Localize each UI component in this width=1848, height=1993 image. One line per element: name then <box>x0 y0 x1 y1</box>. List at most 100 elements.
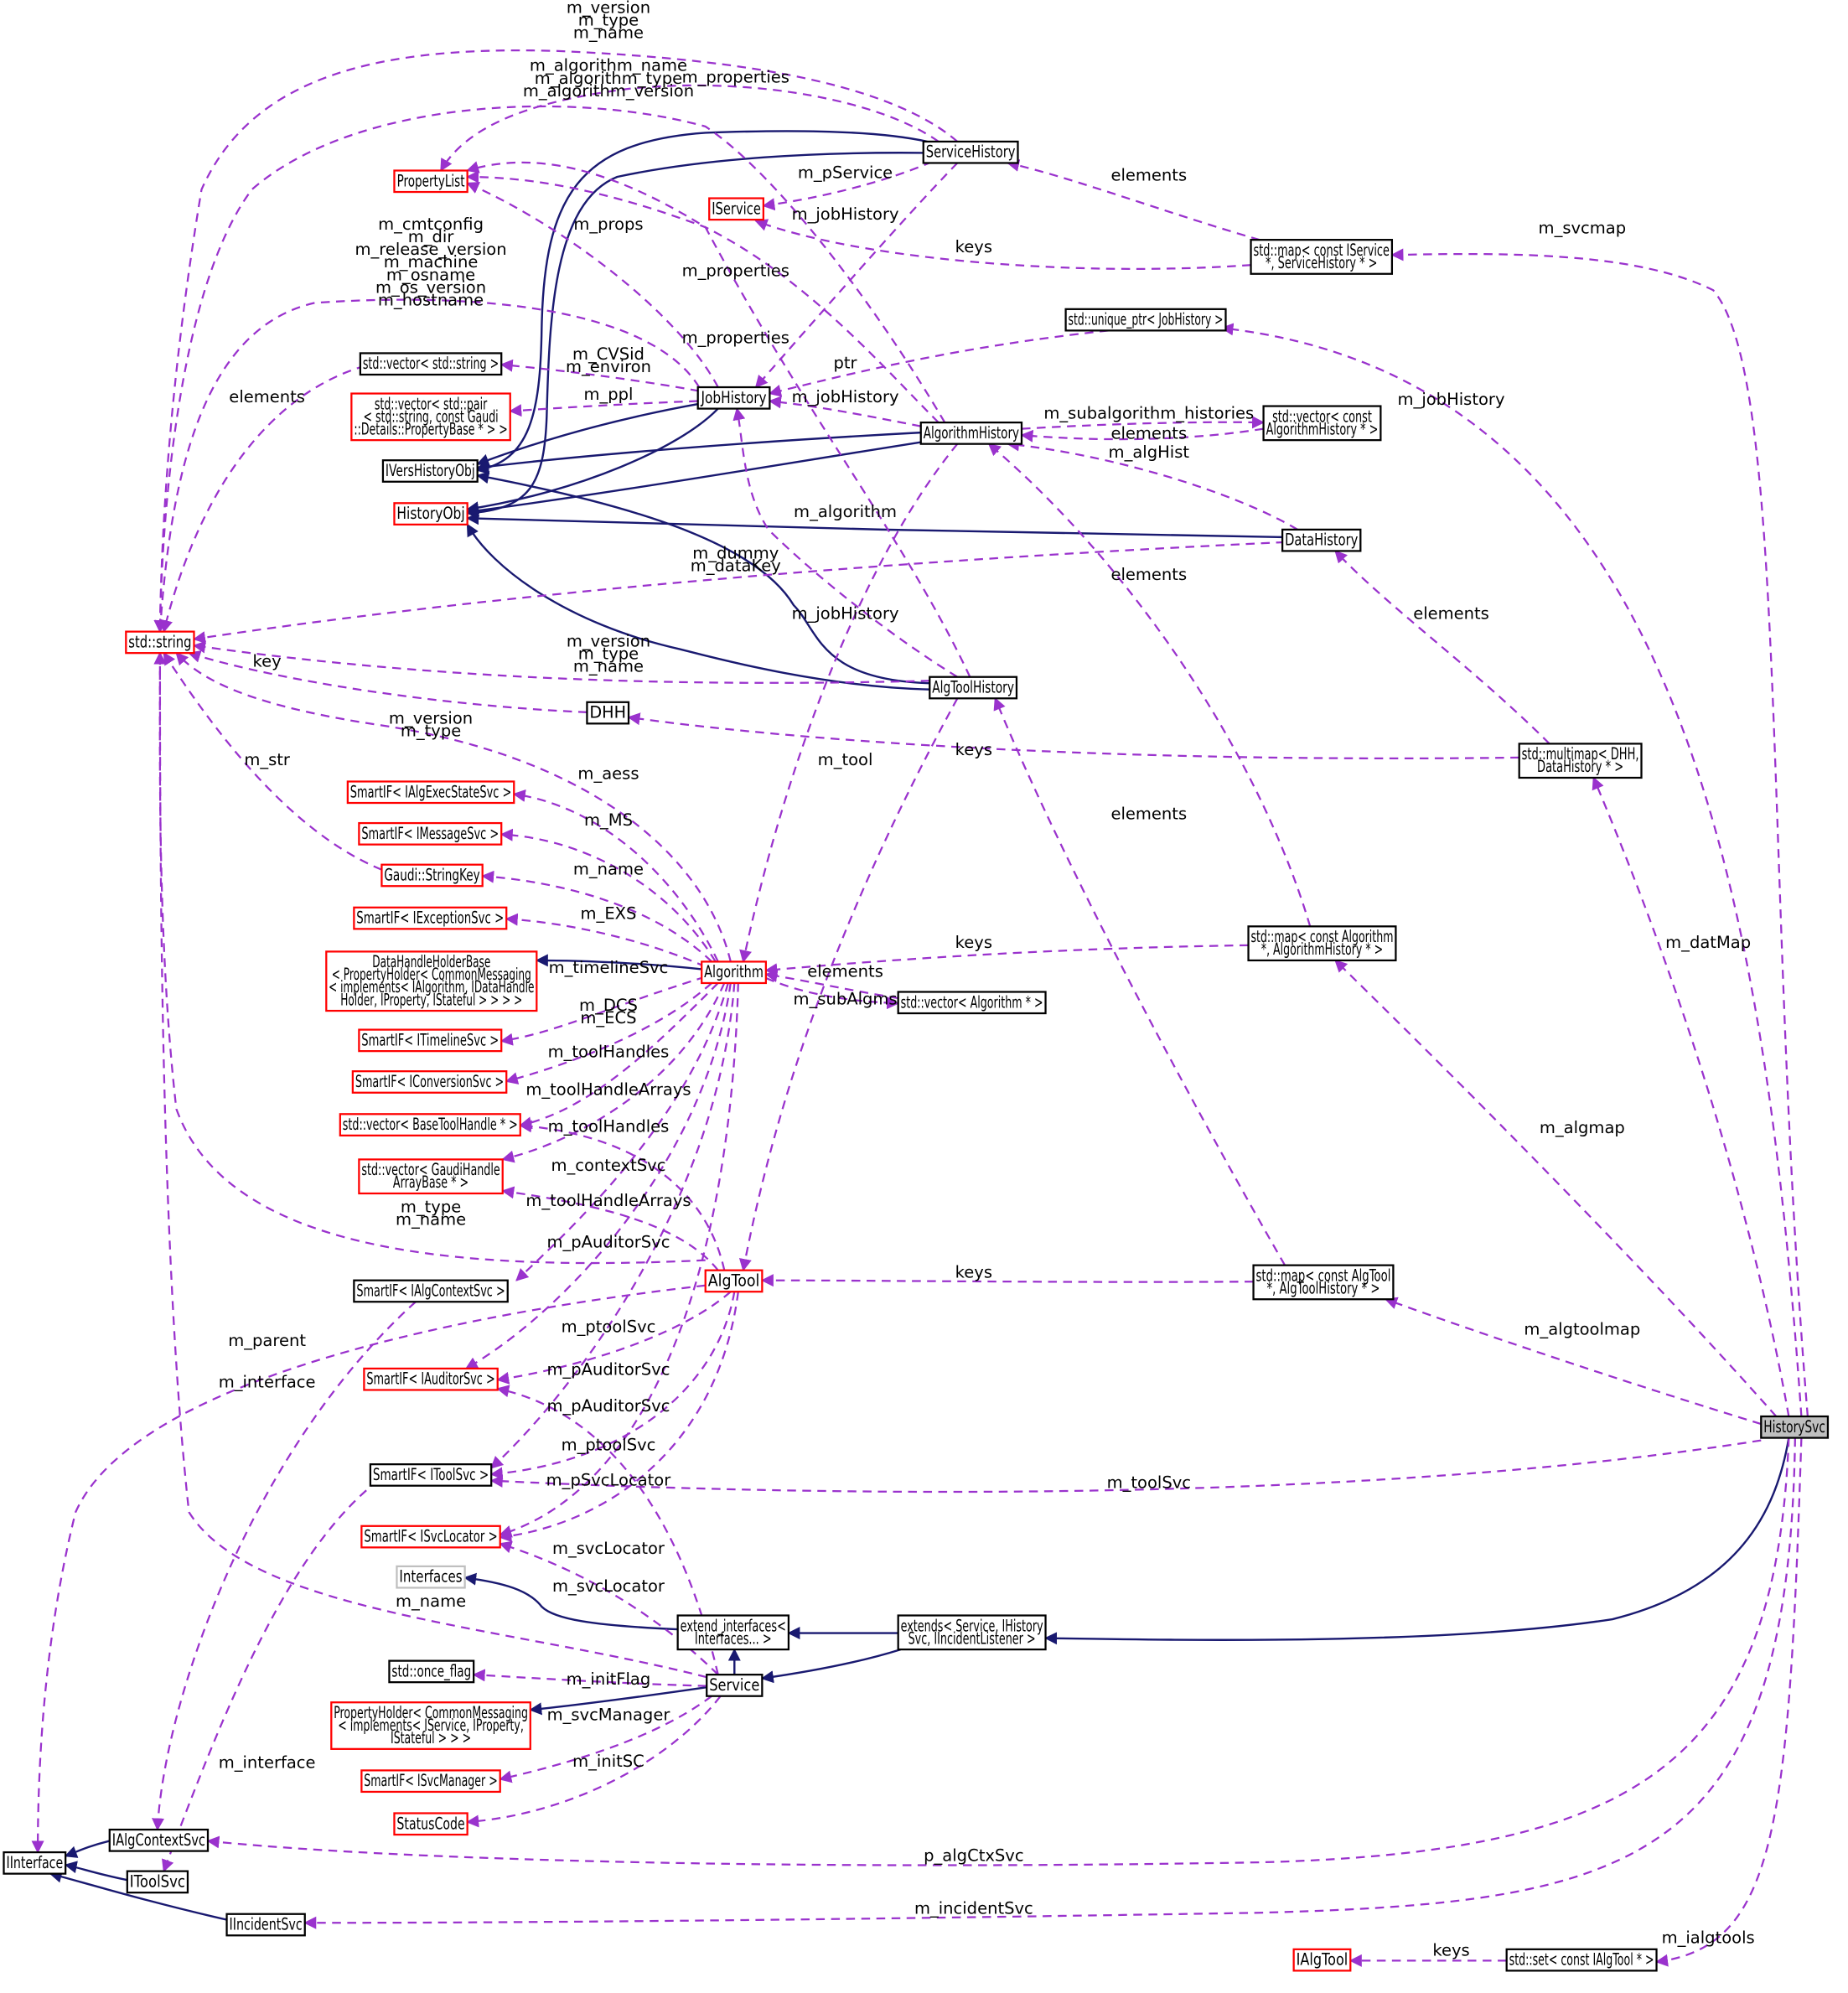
node-vec-base-tool[interactable]: std::vector< BaseToolHandle * > <box>339 1113 521 1136</box>
node-dhh[interactable]: DHH <box>586 701 630 725</box>
node-history-svc[interactable]: HistorySvc <box>1760 1415 1830 1439</box>
edge-history-svc-to-map-alg <box>1334 959 1778 1417</box>
node-service-history[interactable]: ServiceHistory <box>922 140 1019 164</box>
node-alg-tool[interactable]: AlgTool <box>704 1269 764 1293</box>
node-vec-pair[interactable]: std::vector< std::pair< std::string, con… <box>350 392 511 442</box>
node-service[interactable]: Service <box>706 1674 764 1697</box>
node-smart-timeline[interactable]: SmartIF< ITimelineSvc > <box>358 1028 503 1053</box>
edge-algorithm-to-smart-conv <box>505 982 712 1085</box>
node-multimap[interactable]: std::multimap< DHH,DataHistory * > <box>1518 743 1643 779</box>
node-box <box>369 1463 493 1487</box>
node-iservice[interactable]: IService <box>708 197 764 221</box>
node-data-handle-holder[interactable]: DataHandleHolderBase< PropertyHolder< Co… <box>325 950 538 1012</box>
edge-label-elements-vecalg: elements <box>1110 424 1187 443</box>
edge-label-elements-map: elements <box>1110 565 1187 584</box>
node-alg-tool-history[interactable]: AlgToolHistory <box>929 676 1018 700</box>
edge-service-history-to-ivers-history-obj <box>476 130 928 474</box>
node-smart-alg-exec[interactable]: SmartIF< IAlgExecStateSvc > <box>346 780 515 805</box>
edge-alg-tool-history-to-std-string <box>192 640 930 684</box>
node-prop-holder-svc[interactable]: PropertyHolder< CommonMessaging< impleme… <box>330 1701 531 1750</box>
node-ivers-history-obj[interactable]: IVersHistoryObj <box>381 459 479 483</box>
edge-smart-alg-ctx-to-ialg-context-svc <box>152 1301 417 1831</box>
node-smart-svc-loc[interactable]: SmartIF< ISvcLocator > <box>360 1525 501 1549</box>
edge-label-parent: m_parent <box>228 1331 306 1350</box>
node-box <box>897 1614 1047 1651</box>
edge-algorithm-to-std-string <box>175 652 732 962</box>
edge-service-history-to-job-history <box>754 162 959 389</box>
edge-label-timelineSvc: m_timelineSvc <box>549 958 669 977</box>
edge-label-pAuditorSvc3: m_pAuditorSvc <box>546 1396 670 1416</box>
node-itool-svc[interactable]: IToolSvc <box>126 1870 189 1894</box>
node-box <box>360 1769 501 1794</box>
node-ialg-context-svc[interactable]: IAlgContextSvc <box>108 1828 210 1852</box>
node-history-obj[interactable]: HistoryObj <box>393 502 468 525</box>
edge-algorithm-to-smart-exc <box>505 913 707 968</box>
node-algorithm-history[interactable]: AlgorithmHistory <box>919 421 1023 445</box>
node-vec-string[interactable]: std::vector< std::string > <box>359 352 503 376</box>
node-job-history[interactable]: JobHistory <box>696 386 771 410</box>
node-set-alg-tool[interactable]: std::set< const IAlgTool * > <box>1505 1948 1658 1972</box>
node-box <box>125 630 195 655</box>
node-extend-if[interactable]: extend_interfaces<Interfaces... > <box>676 1614 790 1651</box>
node-label: AlgToolHistory <box>932 677 1014 696</box>
edge-label-jobHistory-svc: m_jobHistory <box>792 204 899 224</box>
edge-service-to-once-flag <box>472 1669 707 1687</box>
node-label: HistorySvc <box>1763 1416 1825 1436</box>
edge-job-history-to-ivers-history-obj <box>476 402 701 466</box>
node-smart-auditor[interactable]: SmartIF< IAuditorSvc > <box>363 1367 499 1391</box>
node-interfaces[interactable]: Interfaces <box>396 1565 466 1589</box>
node-algorithm[interactable]: Algorithm <box>701 960 767 985</box>
node-smart-msg[interactable]: SmartIF< IMessageSvc > <box>358 821 503 846</box>
edge-label-toolHandles: m_toolHandles <box>548 1043 670 1062</box>
node-iincident-svc[interactable]: IIncidentSvc <box>225 1913 306 1937</box>
edge-extends-to-service <box>760 1648 902 1684</box>
node-smart-svc-mgr[interactable]: SmartIF< ISvcManager > <box>360 1769 501 1794</box>
node-smart-exc[interactable]: SmartIF< IExceptionSvc > <box>353 906 508 930</box>
node-vec-alg-ptr[interactable]: std::vector< Algorithm * > <box>897 991 1047 1015</box>
node-box <box>353 906 508 930</box>
node-box <box>381 459 479 483</box>
node-ialg-tool[interactable]: IAlgTool <box>1292 1948 1352 1972</box>
node-box <box>380 863 484 888</box>
node-label: IInterface <box>7 1854 64 1873</box>
node-box <box>358 821 503 846</box>
node-label: DataHandleHolderBase< PropertyHolder< Co… <box>329 952 534 1009</box>
edge-label-jobHistory-tool: m_jobHistory <box>792 604 899 624</box>
node-unique-job[interactable]: std::unique_ptr< JobHistory > <box>1064 308 1227 332</box>
node-map-svc[interactable]: std::map< const IService*, ServiceHistor… <box>1250 239 1394 275</box>
node-label: std::vector< std::pair< std::string, con… <box>354 394 507 438</box>
node-once-flag[interactable]: std::once_flag <box>388 1659 475 1684</box>
edge-label-svcmap: m_svcmap <box>1539 219 1627 238</box>
edge-label-svcLocator: m_svcLocator <box>552 1539 665 1558</box>
node-string-key[interactable]: Gaudi::StringKey <box>380 863 484 888</box>
edge-data-history-to-algorithm-history <box>1006 438 1298 531</box>
node-label: IIncidentSvc <box>230 1915 303 1934</box>
node-map-alg-tool[interactable]: std::map< const AlgTool*, AlgToolHistory… <box>1252 1264 1395 1301</box>
edge-label-props: m_props <box>573 215 643 234</box>
node-smart-conv[interactable]: SmartIF< IConversionSvc > <box>351 1070 508 1094</box>
node-map-alg[interactable]: std::map< const Algorithm*, AlgorithmHis… <box>1247 925 1397 962</box>
edge-algorithm-history-to-vec-alg-hist <box>1021 416 1266 430</box>
node-label: DataHistory <box>1285 531 1358 551</box>
edge-alg-tool-to-vec-gaudi-handle <box>501 1186 719 1271</box>
node-box <box>706 1674 764 1697</box>
node-label: AlgorithmHistory <box>924 422 1019 442</box>
node-label: Interfaces <box>399 1568 462 1587</box>
node-iinterface[interactable]: IInterface <box>3 1851 67 1875</box>
node-smart-tool[interactable]: SmartIF< IToolSvc > <box>369 1463 493 1487</box>
node-status-code[interactable]: StatusCode <box>393 1812 468 1836</box>
edge-service-history-to-iservice <box>762 160 933 211</box>
node-label: Service <box>709 1676 759 1695</box>
edge-alg-tool-to-smart-auditor <box>496 1291 732 1385</box>
node-box <box>676 1614 790 1651</box>
node-label: SmartIF< IAlgExecStateSvc > <box>350 783 512 801</box>
node-box <box>346 780 515 805</box>
edge-label-keys-svc: keys <box>955 237 992 256</box>
node-property-list[interactable]: PropertyList <box>393 169 468 194</box>
node-std-string[interactable]: std::string <box>125 630 195 655</box>
node-smart-alg-ctx[interactable]: SmartIF< IAlgContextSvc > <box>353 1279 509 1303</box>
node-data-history[interactable]: DataHistory <box>1281 528 1362 552</box>
